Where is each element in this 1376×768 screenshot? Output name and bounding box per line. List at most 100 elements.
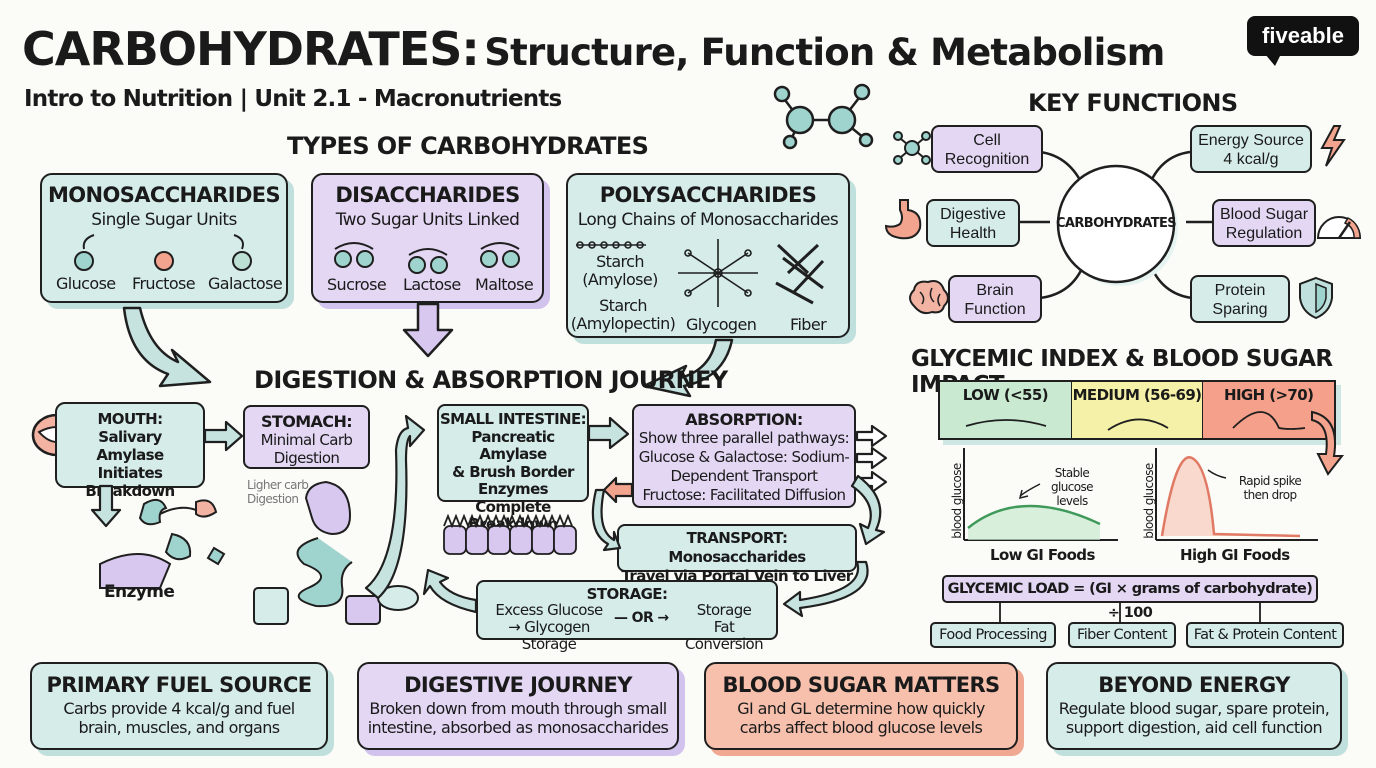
di-item-lactose: Lactose: [403, 275, 461, 294]
high-gi-xlabel: High GI Foods: [1180, 546, 1290, 564]
gl-factor-fat-protein: Fat & Protein Content: [1186, 622, 1344, 648]
function-protein-sparing-label: Protein Sparing: [1212, 282, 1268, 318]
low-gi-chart: [963, 448, 1118, 541]
shield-icon: [1299, 276, 1333, 320]
high-gi-chart: [1155, 448, 1318, 541]
summary-card-blood-sugar: BLOOD SUGAR MATTERS GI and GL determine …: [704, 662, 1018, 750]
absorption-line-1: Show three parallel pathways:: [638, 429, 850, 447]
summary-card-beyond-energy: BEYOND ENERGY Regulate blood sugar, spar…: [1046, 662, 1342, 750]
mono-item-glucose: Glucose: [56, 274, 116, 293]
poly-item-glycogen: Glycogen: [686, 315, 757, 334]
types-to-digestion-arrows: [122, 302, 734, 398]
gi-band-low: LOW (<55): [940, 382, 1072, 438]
gl-factor-fiber: Fiber Content: [1068, 622, 1176, 648]
glycemic-load-connectors: [999, 603, 1261, 623]
summary-beyond-title: BEYOND ENERGY: [1098, 673, 1290, 697]
enzyme-illustration: [99, 498, 226, 589]
storage-right: Storage Fat Conversion: [684, 601, 764, 653]
gi-high-curve: [1232, 411, 1306, 430]
gauge-icon: [1316, 216, 1362, 239]
low-gi-note: Stable glucose levels: [1051, 466, 1094, 508]
storage-or: — OR →: [614, 610, 669, 626]
gi-band-medium-label: MEDIUM (56-69): [1072, 386, 1202, 404]
transport-box: TRANSPORT: Monosaccharides Travel via Po…: [617, 524, 857, 585]
page-subtitle: Intro to Nutrition | Unit 2.1 - Macronut…: [24, 86, 562, 112]
stomach-note: Ligher carb Digestion: [247, 478, 309, 506]
di-desc: Two Sugar Units Linked: [335, 210, 520, 230]
lightning-icon: [1320, 125, 1346, 167]
intestinal-villi-illustration: [443, 513, 577, 555]
types-heading: TYPES OF CARBOHYDRATES: [287, 132, 649, 160]
function-protein-sparing: Protein Sparing: [1190, 275, 1290, 323]
molecule-icon: [773, 83, 874, 150]
page-title: CARBOHYDRATES: Structure, Function & Met…: [22, 22, 1165, 76]
low-gi-xlabel: Low GI Foods: [990, 546, 1095, 564]
function-cell-recognition: Cell Recognition: [931, 125, 1043, 173]
monosaccharides-card: MONOSACCHARIDES Single Sugar Units Gluco…: [40, 173, 288, 303]
brain-icon: [909, 280, 949, 315]
brand-logo-tail: [1265, 54, 1281, 66]
function-cell-recognition-label: Cell Recognition: [944, 132, 1030, 168]
stomach-box: STOMACH: Minimal Carb Digestion: [243, 405, 370, 469]
high-gi-note: Rapid spike then drop: [1238, 474, 1302, 502]
mono-item-galactose: Galactose: [208, 274, 283, 293]
summary-blood-sugar-title: BLOOD SUGAR MATTERS: [722, 673, 1000, 697]
absorption-line-2: Glucose & Galactose: Sodium-: [638, 448, 850, 466]
summary-beyond-text: Regulate blood sugar, spare protein, sup…: [1058, 699, 1330, 737]
functions-hub-lines: [1018, 150, 1214, 300]
brand-logo: fiveable: [1247, 16, 1359, 56]
summary-digestive-text: Broken down from mouth through small int…: [367, 699, 669, 737]
summary-card-digestive: DIGESTIVE JOURNEY Broken down from mouth…: [357, 662, 679, 750]
summary-digestive-title: DIGESTIVE JOURNEY: [404, 673, 632, 697]
summary-blood-sugar-text: GI and GL determine how quickly carbs af…: [737, 699, 985, 737]
function-blood-sugar: Blood Sugar Regulation: [1212, 199, 1316, 247]
mono-desc: Single Sugar Units: [91, 210, 237, 230]
disaccharides-card: DISACCHARIDES Two Sugar Units Linked Suc…: [311, 173, 544, 303]
digestion-flow-arrows: [90, 414, 888, 618]
polysaccharides-card: POLYSACCHARIDES Long Chains of Monosacch…: [566, 173, 850, 338]
absorption-title: ABSORPTION:: [685, 410, 803, 429]
function-blood-sugar-label: Blood Sugar Regulation: [1219, 206, 1309, 242]
storage-left: Excess Glucose → Glycogen Storage: [495, 601, 603, 653]
mono-title: MONOSACCHARIDES: [47, 183, 281, 207]
di-item-maltose: Maltose: [475, 275, 534, 294]
absorption-box: ABSORPTION: Show three parallel pathways…: [632, 404, 856, 508]
di-item-sucrose: Sucrose: [327, 275, 387, 294]
summary-fuel-title: PRIMARY FUEL SOURCE: [46, 673, 312, 697]
gi-band-bar: LOW (<55) MEDIUM (56-69) HIGH (>70): [938, 380, 1336, 440]
function-brain-label: Brain Function: [964, 282, 1026, 318]
gl-factor-processing: Food Processing: [930, 622, 1056, 648]
glycemic-load-formula: GLYCEMIC LOAD = (GI × grams of carbohydr…: [942, 575, 1318, 621]
gi-band-medium: MEDIUM (56-69): [1071, 382, 1204, 438]
low-gi-ylabel: blood glucose: [950, 463, 964, 539]
di-title: DISACCHARIDES: [335, 183, 520, 207]
poly-item-fiber: Fiber: [790, 315, 827, 334]
function-energy-source-label: Energy Source 4 kcal/g: [1198, 132, 1304, 168]
absorption-line-3: Dependent Transport: [670, 467, 819, 485]
gi-band-low-label: LOW (<55): [962, 386, 1049, 404]
small-intestine-box: SMALL INTESTINE: Pancreatic Amylase & Br…: [437, 404, 589, 533]
poly-title: POLYSACCHARIDES: [599, 183, 817, 207]
storage-title: STORAGE:: [586, 585, 668, 603]
enzyme-label: Enzyme: [104, 582, 175, 602]
stomach-icon: [884, 199, 922, 240]
digestive-tract-illustration: [253, 480, 419, 625]
summary-card-fuel: PRIMARY FUEL SOURCE Carbs provide 4 kcal…: [30, 662, 328, 750]
gi-medium-curve: [1107, 418, 1169, 431]
function-energy-source: Energy Source 4 kcal/g: [1190, 125, 1312, 173]
functions-heading: KEY FUNCTIONS: [1028, 89, 1238, 117]
digestion-heading: DIGESTION & ABSORPTION JOURNEY: [254, 366, 728, 394]
title-rest: Structure, Function & Metabolism: [484, 31, 1165, 74]
storage-box: STORAGE: Excess Glucose → Glycogen Stora…: [476, 580, 778, 653]
stomach-title: STOMACH:: [260, 412, 353, 431]
stomach-desc: Minimal Carb Digestion: [260, 431, 353, 467]
gi-band-high: HIGH (>70): [1203, 382, 1335, 438]
absorption-line-4: Fructose: Facilitated Diffusion: [642, 486, 847, 504]
function-brain: Brain Function: [948, 275, 1042, 323]
gi-low-curve: [965, 419, 1047, 427]
poly-item-amylopectin: Starch (Amylopectin): [570, 296, 676, 333]
mono-item-fructose: Fructose: [132, 274, 196, 293]
poly-item-amylose: Starch (Amylose): [582, 252, 658, 289]
functions-center: CARBOHYDRATES: [1055, 216, 1177, 231]
function-digestive-health-label: Digestive Health: [940, 206, 1006, 242]
